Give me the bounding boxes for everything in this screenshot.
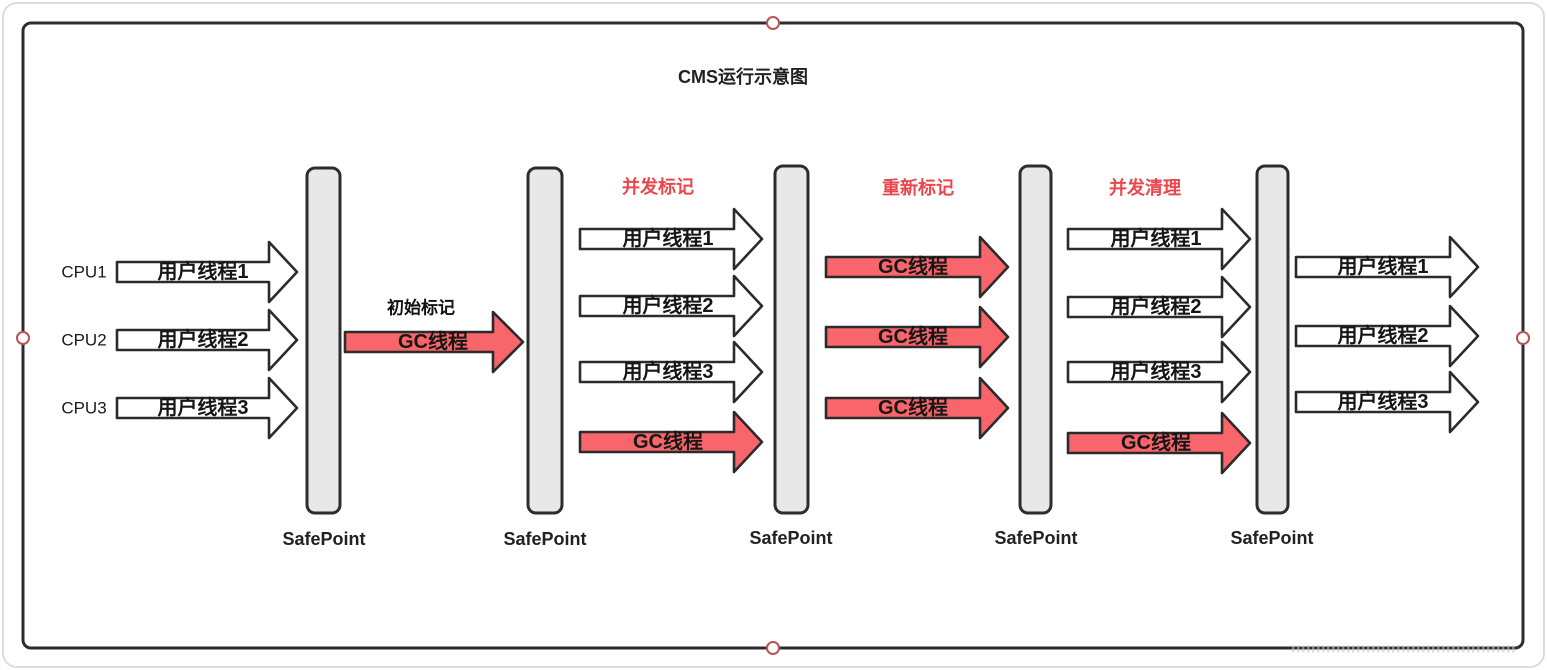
cpu1-label: CPU1 [61,263,106,282]
cpu-labels: CPU1 CPU2 CPU3 [61,263,106,418]
initial-mark-label: 初始标记 [387,298,455,318]
user-thread3-label: 用户线程3 [1110,359,1201,383]
user-thread3-label: 用户线程3 [622,359,713,383]
section-running-threads: 用户线程1 用户线程2 用户线程3 [115,240,299,440]
user-thread1-label: 用户线程1 [622,226,713,250]
handle-left [16,331,30,345]
safepoint-bar-4 [1018,164,1053,515]
section-concurrent-sweep: 并发清理 用户线程1 用户线程2 用户线程3 GC线程 [1066,177,1252,475]
gc-thread-arrow [578,410,764,474]
handle-bottom [766,641,780,655]
gc-thread-arrow [824,305,1010,369]
section-concurrent-mark: 并发标记 用户线程1 用户线程2 用户线程3 GC线程 [578,176,764,474]
user-thread1-label: 用户线程1 [157,259,248,283]
diagram-title: CMS运行示意图 [678,66,808,87]
gc-thread-label: GC线程 [878,395,948,419]
user-thread1-label: 用户线程1 [1110,226,1201,250]
safepoint-bar-1 [305,166,342,515]
safepoint-label-4: SafePoint [994,528,1077,548]
user-thread3-label: 用户线程3 [157,395,248,419]
user-thread3-arrow [578,340,764,404]
user-thread2-arrow [578,274,764,338]
cpu2-label: CPU2 [61,331,106,350]
gc-thread-label: GC线程 [1121,430,1191,454]
user-thread3-arrow [1294,370,1480,434]
user-thread2-label: 用户线程2 [1110,294,1201,318]
gc-thread-arrow [824,235,1010,299]
safepoint-labels: SafePoint SafePoint SafePoint SafePoint … [282,528,1313,549]
user-thread3-arrow [115,376,299,440]
safepoint-bars [305,164,1290,515]
gc-thread-arrow [1066,411,1252,475]
section-resumed-threads: 用户线程1 用户线程2 用户线程3 [1294,235,1480,434]
gc-thread-label: GC线程 [878,254,948,278]
handle-top [766,16,780,30]
safepoint-bar-3 [773,164,810,515]
handle-right [1516,331,1530,345]
cpu3-label: CPU3 [61,399,106,418]
user-thread1-arrow [115,240,299,304]
user-thread2-arrow [115,308,299,372]
section-remark: 重新标记 GC线程 GC线程 GC线程 [824,177,1010,440]
user-thread2-label: 用户线程2 [157,327,248,351]
user-thread1-arrow [578,207,764,271]
selection-handles [16,16,1530,655]
safepoint-bar-2 [526,166,564,515]
section-initial-mark: 初始标记 GC线程 [343,298,525,374]
concurrent-sweep-label: 并发清理 [1109,177,1181,198]
user-thread3-arrow [1066,340,1252,404]
safepoint-label-1: SafePoint [282,529,365,549]
user-thread1-label: 用户线程1 [1337,254,1428,278]
gc-thread-arrow [343,310,525,374]
user-thread2-arrow [1294,304,1480,368]
remark-label: 重新标记 [882,177,954,198]
gc-thread-label: GC线程 [398,329,468,353]
user-thread1-arrow [1294,235,1480,299]
safepoint-label-5: SafePoint [1230,528,1313,548]
user-thread1-arrow [1066,207,1252,271]
user-thread2-label: 用户线程2 [1337,323,1428,347]
user-thread2-arrow [1066,275,1252,339]
safepoint-bar-5 [1255,164,1290,515]
safepoint-label-2: SafePoint [503,529,586,549]
gc-thread-label: GC线程 [633,429,703,453]
user-thread3-label: 用户线程3 [1337,389,1428,413]
user-thread2-label: 用户线程2 [622,293,713,317]
safepoint-label-3: SafePoint [749,528,832,548]
gc-thread-arrow [824,376,1010,440]
concurrent-mark-label: 并发标记 [622,176,694,197]
gc-thread-label: GC线程 [878,324,948,348]
